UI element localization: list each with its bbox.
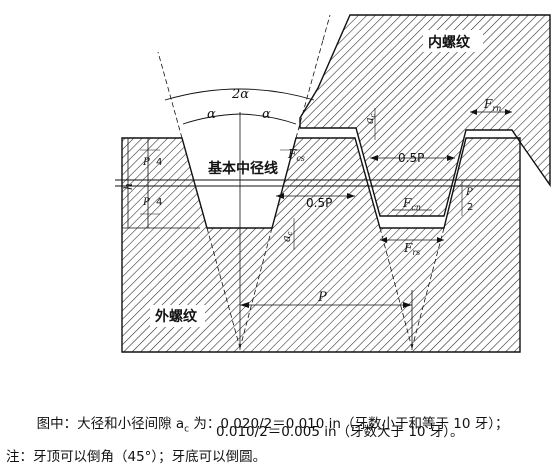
angle-2a-label: 2α [231, 87, 249, 102]
caption-line-2: 0.010/2＝0.005 in（牙数大于 10 牙）。 [216, 424, 464, 440]
caption-line-1: 图中：大径和小径间隙 ac 为：0.020/2＝0.010 in（牙数小于和等于… [36, 416, 509, 435]
p2-den: 2 [467, 202, 473, 213]
fcn-label: Fcn [402, 196, 421, 212]
frs-label: Frs [403, 241, 420, 257]
ac-bottom-label: ac [280, 231, 294, 242]
half-pitch-right-label: 0.5P [398, 151, 424, 165]
half-pitch-left-label: 0.5P [306, 196, 332, 210]
pitch-line-label: 基本中径线 [208, 160, 278, 177]
internal-thread-label: 内螺纹 [428, 34, 471, 51]
angle-a-right-label: α [262, 107, 271, 122]
h-label: h [122, 183, 135, 190]
pitch-label: P [317, 290, 327, 305]
p4-top-num: P [142, 157, 150, 168]
angle-a-left-label: α [207, 107, 216, 122]
p4-bottom-den: 4 [156, 197, 162, 208]
p2-num: P [465, 187, 473, 198]
internal-thread-body [299, 14, 551, 217]
fcs-label: Fcs [287, 147, 305, 163]
external-thread-label: 外螺纹 [155, 308, 198, 325]
p4-bottom-num: P [142, 197, 150, 208]
p4-top-den: 4 [156, 157, 162, 168]
ac-top-label: ac [363, 113, 377, 124]
caption-line-3: 注：牙顶可以倒角（45°）；牙底可以倒圆。 [6, 449, 267, 465]
frn-label: Frn [483, 97, 501, 113]
